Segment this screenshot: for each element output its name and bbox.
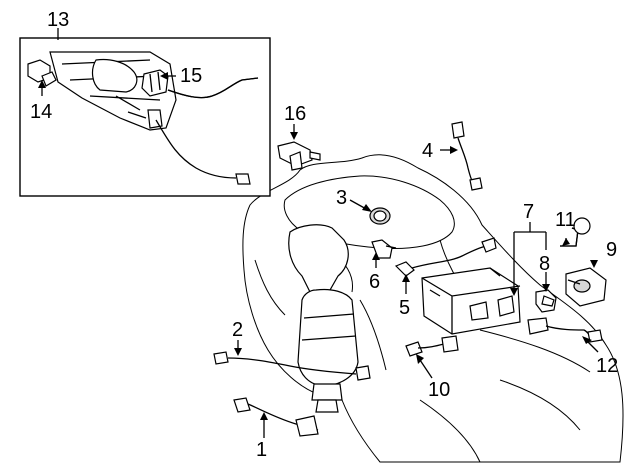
part-1-sensor [233,397,319,437]
callout-2: 2 [232,319,243,341]
part-5-sensor [394,237,497,277]
part-7-canister [421,267,521,335]
callout-10: 10 [428,379,450,401]
callout-7: 7 [523,201,534,223]
inset-bracket-assembly [49,51,259,185]
callout-8: 8 [539,253,550,275]
callout-12: 12 [596,355,618,377]
part-10-sensor [405,335,459,357]
catalytic-converter [288,224,359,413]
callout-4: 4 [422,140,433,162]
part-4-sensor [451,121,483,191]
part-2-sensor [213,351,371,381]
callout-11: 11 [555,209,576,231]
callout-9: 9 [606,239,617,261]
callout-5: 5 [399,297,410,319]
part-15-valve [141,69,169,97]
callout-16: 16 [284,103,306,125]
leader-lines [38,28,599,438]
callout-13: 13 [47,9,69,31]
callout-1: 1 [256,439,267,461]
callout-labels: 13 14 15 16 4 3 6 5 7 8 11 9 12 10 2 1 [30,9,618,461]
callout-6: 6 [369,271,380,293]
part-9-bracket [565,267,607,307]
callout-14: 14 [30,101,52,123]
part-12-sensor [527,317,603,343]
part-8-valve [535,289,557,313]
part-11-hose [560,217,591,247]
part-16-vsv [277,141,321,171]
callout-15: 15 [180,65,202,87]
callout-3: 3 [336,187,347,209]
part-3-cap [369,207,391,225]
part-14-sensor [27,59,57,87]
